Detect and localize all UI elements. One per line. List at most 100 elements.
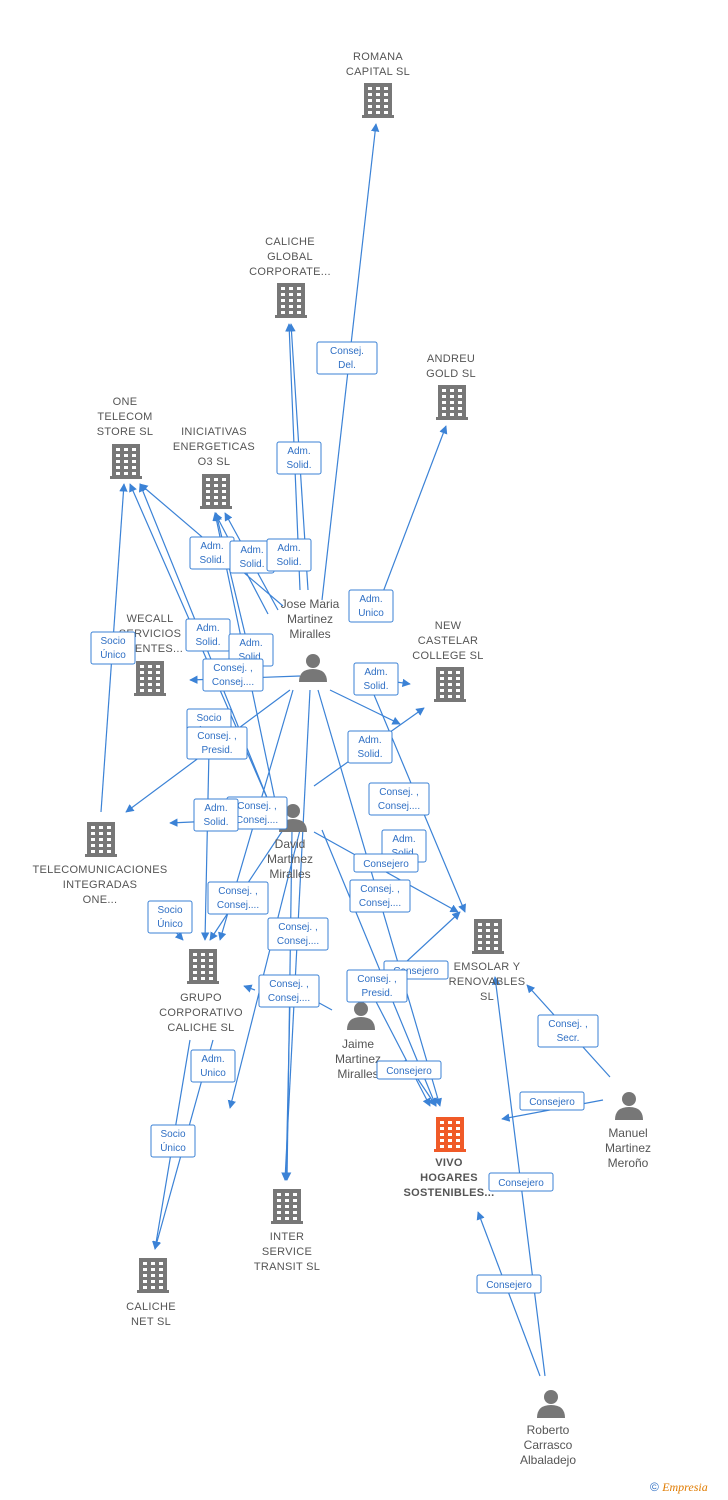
edge-label-text: Consej. ,: [357, 974, 396, 985]
edge-label[interactable]: Consej. ,Presid.: [346, 969, 408, 1003]
edge-label[interactable]: Consejero: [519, 1091, 585, 1111]
edge-label[interactable]: Consejero: [476, 1274, 542, 1294]
edge-label[interactable]: Adm.Unico: [190, 1049, 236, 1083]
edge-label-box: [376, 1060, 442, 1080]
edge-label-box: [353, 853, 419, 873]
company-node-vivo[interactable]: VIVOHOGARESSOSTENIBLES...: [404, 1117, 495, 1199]
edge-label-text: Unico: [358, 608, 384, 619]
edge-label-text: Consej....: [236, 815, 278, 826]
company-label: INTER: [270, 1231, 305, 1243]
edge-label[interactable]: Adm.Solid.: [185, 618, 231, 652]
company-label: VIVO: [435, 1157, 463, 1169]
company-label: CASTELAR: [418, 635, 478, 647]
company-label: GLOBAL: [267, 251, 313, 263]
edge-label[interactable]: Adm. Solid.: [276, 441, 322, 475]
company-label: RENOVABLES: [449, 976, 526, 988]
company-label: CORPORATE...: [249, 266, 331, 278]
edge-label-text: Adm.: [201, 1054, 224, 1065]
edge-label-text: Adm.: [204, 803, 227, 814]
company-label: TRANSIT SL: [254, 1261, 320, 1273]
edge-label[interactable]: Adm.Solid.: [228, 633, 274, 667]
edge-label[interactable]: Consej. ,Secr.: [537, 1014, 599, 1048]
edge-label[interactable]: Consejero: [488, 1172, 554, 1192]
edge-label-box: [190, 1049, 236, 1083]
company-node-inter_service[interactable]: INTER SERVICE TRANSIT SL: [254, 1189, 320, 1273]
edge-label-text: Solid.: [286, 460, 311, 471]
edge-label-text: Socio: [160, 1129, 185, 1140]
edge-label-text: Solid.: [357, 749, 382, 760]
edge-label-box: [150, 1124, 196, 1158]
edge-label[interactable]: Adm.Solid.: [193, 798, 239, 832]
edge-label-text: Socio: [100, 636, 125, 647]
edge-label[interactable]: Consej.Del.: [316, 341, 378, 375]
edge-label[interactable]: Consej. ,Consej....: [202, 658, 264, 692]
copyright-footer[interactable]: © Empresia: [650, 1480, 708, 1495]
edge-label-text: Adm.: [277, 543, 300, 554]
edge-label-box: [348, 589, 394, 623]
edge-label-text: Consejero: [486, 1280, 532, 1291]
edge-label[interactable]: Consej. ,Consej....: [368, 782, 430, 816]
edge-label[interactable]: Consej. ,Presid.: [186, 726, 248, 760]
edge-label[interactable]: Adm. Solid.: [266, 538, 312, 572]
edge-label[interactable]: Adm.Solid.: [347, 730, 393, 764]
person-label: Miralles: [269, 867, 310, 881]
edge-label-text: Adm.: [239, 638, 262, 649]
edge-label-text: Consejero: [363, 859, 409, 870]
edge-label-text: Solid.: [276, 557, 301, 568]
edge-labels-layer: Consej.Del. Adm. Solid. Adm. Solid. Adm. Solid…: [90, 341, 599, 1294]
edge-label[interactable]: Consej. ,Consej....: [207, 881, 269, 915]
edge-label[interactable]: Consej. ,Consej....: [267, 917, 329, 951]
edge-label-text: Solid.: [239, 559, 264, 570]
company-label: HOGARES: [420, 1172, 478, 1184]
company-label: ONE...: [83, 894, 118, 906]
edge-label[interactable]: Consejero: [353, 853, 419, 873]
edge-label[interactable]: Adm. Solid.: [229, 540, 275, 574]
person-label: Martinez: [267, 852, 313, 866]
company-label: CAPITAL SL: [346, 66, 410, 78]
person-label: Manuel: [608, 1126, 647, 1140]
company-label: ONE: [113, 396, 138, 408]
edge-label-text: Consejero: [386, 1066, 432, 1077]
edge-label-box: [346, 969, 408, 1003]
relation-edge: [213, 512, 247, 639]
edge-label[interactable]: Adm.Solid.: [353, 662, 399, 696]
edge-label-text: Consejero: [498, 1178, 544, 1189]
building-icon: [434, 667, 466, 702]
company-node-caliche_global[interactable]: CALICHEGLOBALCORPORATE...: [249, 236, 331, 318]
company-label: SERVICE: [262, 1246, 312, 1258]
edge-label-text: Consej. ,: [197, 731, 236, 742]
edge-label[interactable]: Consej. ,Consej....: [258, 974, 320, 1008]
edge-label[interactable]: Consejero: [376, 1060, 442, 1080]
edge-label-text: Adm.: [287, 446, 310, 457]
building-icon: [85, 822, 117, 857]
edge-label[interactable]: Adm.Unico: [348, 589, 394, 623]
company-node-telecom_integradas[interactable]: TELECOMUNICACIONESINTEGRADASONE...: [33, 822, 168, 906]
edge-label[interactable]: Consej. ,Consej....: [349, 879, 411, 913]
edge-label-text: Adm.: [240, 545, 263, 556]
company-label: STORE SL: [97, 426, 154, 438]
edge-label[interactable]: Adm.Solid.: [189, 536, 235, 570]
edge-label-text: Consej....: [378, 801, 420, 812]
edge-label-text: Único: [100, 648, 126, 661]
company-label: CALICHE: [126, 1301, 176, 1313]
building-icon: [275, 283, 307, 318]
relation-edge: [369, 989, 431, 1107]
